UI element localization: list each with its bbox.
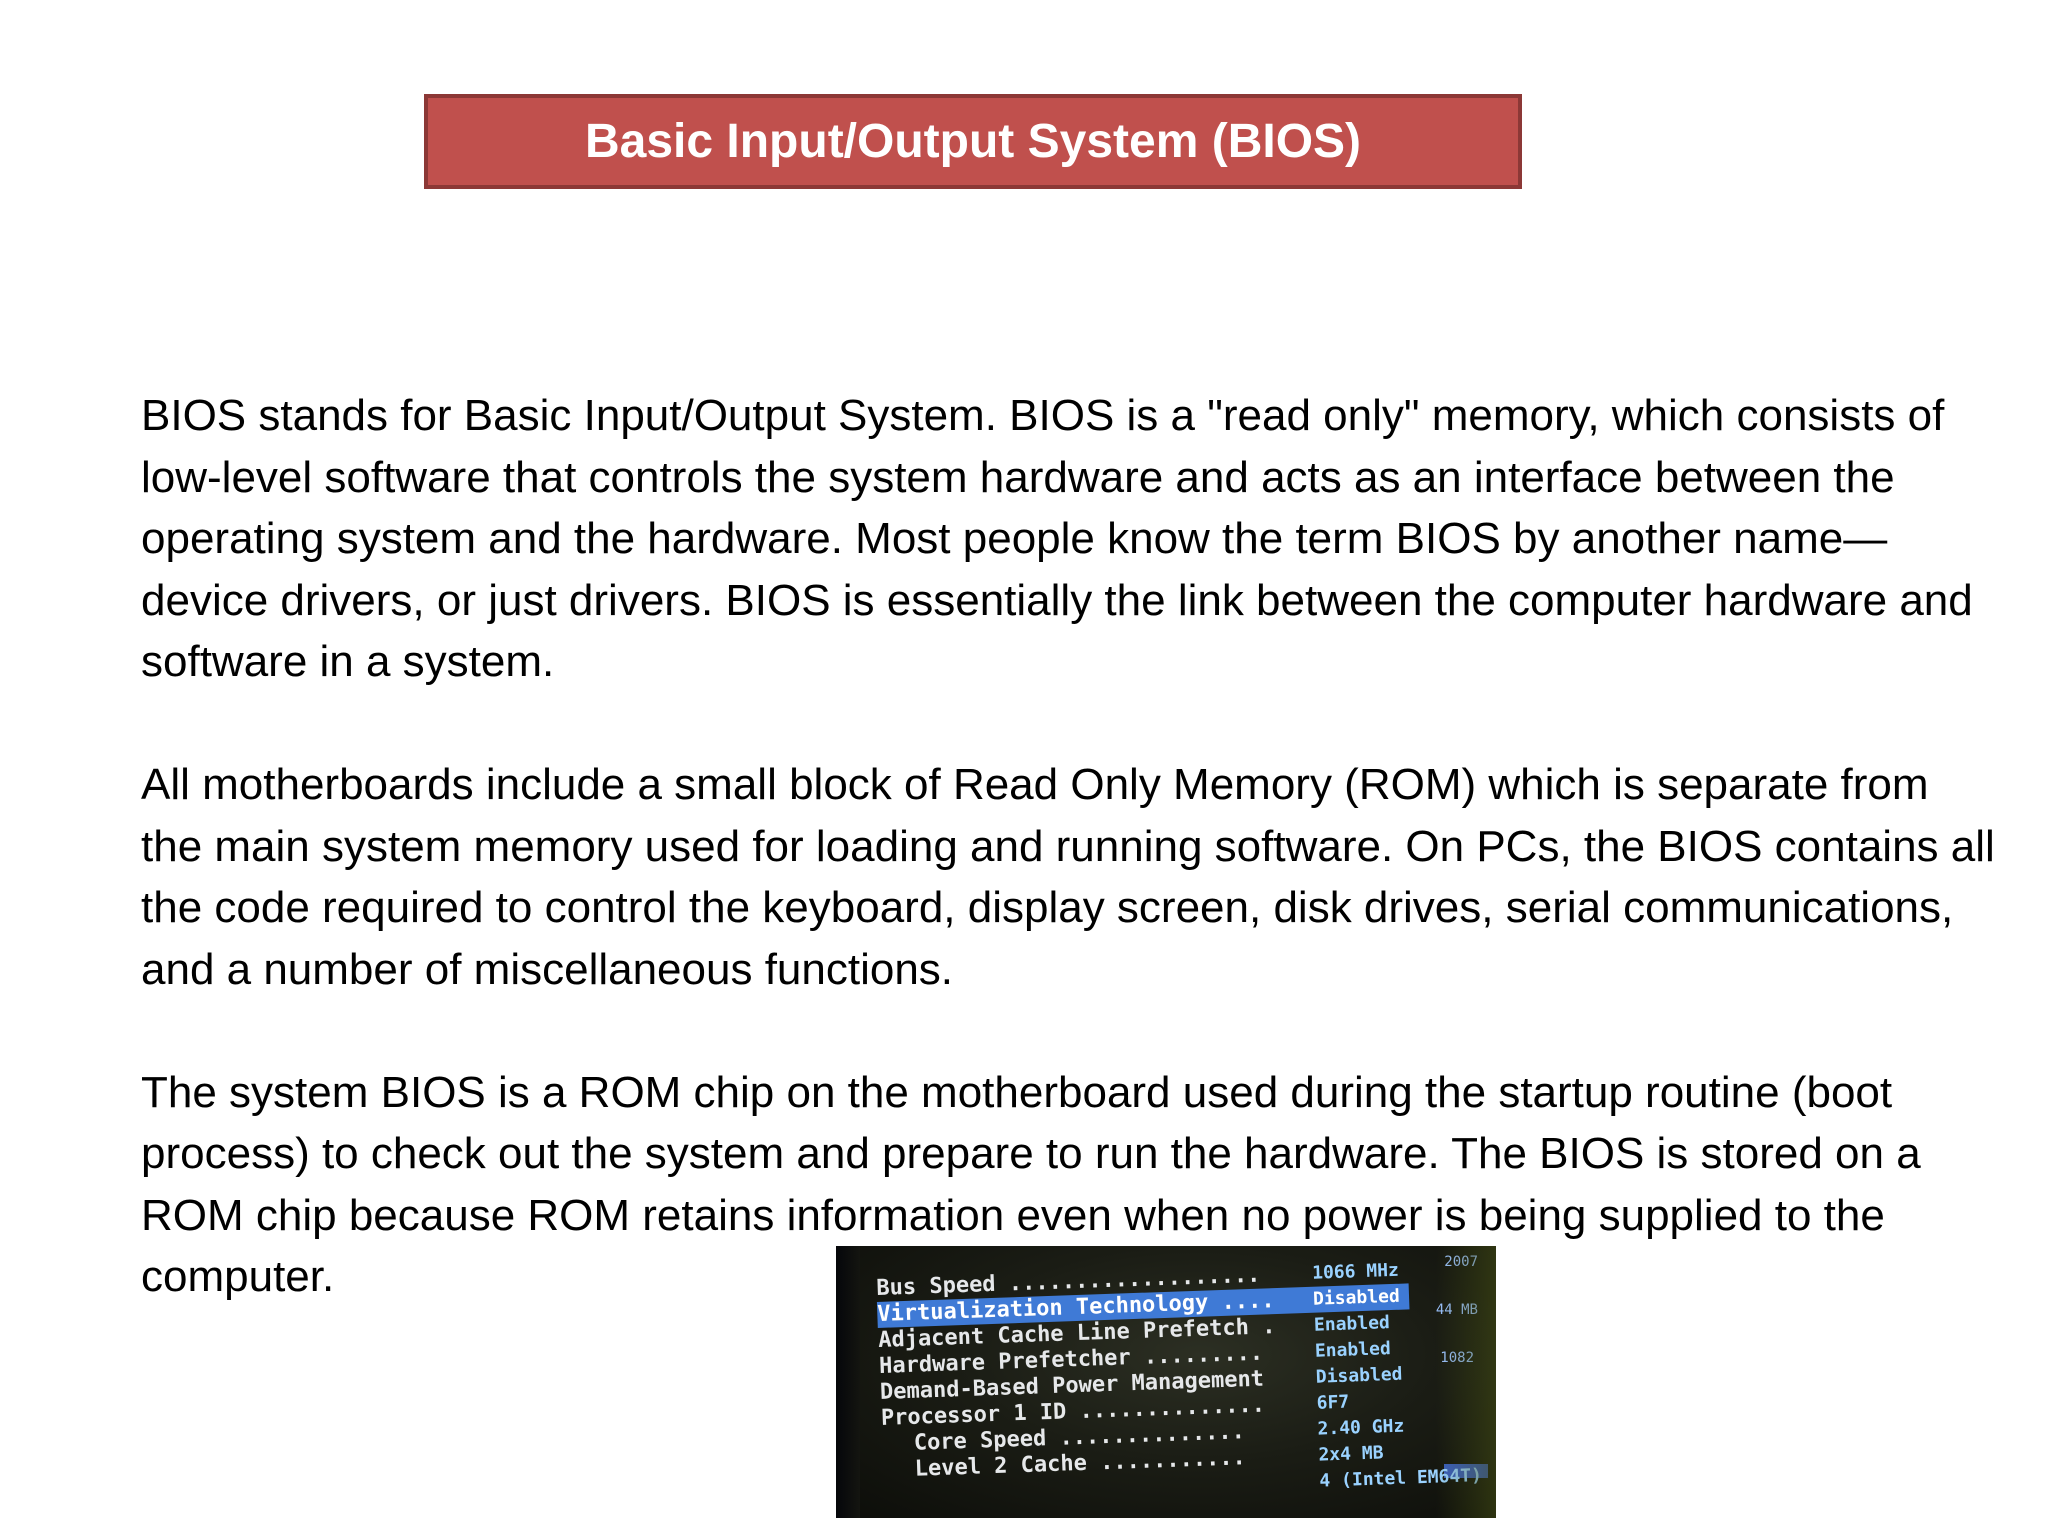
paragraph-3: The system BIOS is a ROM chip on the mot… bbox=[141, 1067, 1921, 1302]
bios-row-value: Disabled bbox=[1312, 1285, 1401, 1310]
body-text: BIOS stands for Basic Input/Output Syste… bbox=[141, 385, 2001, 1308]
bios-side-label: 1082 bbox=[1440, 1350, 1474, 1366]
bios-row-value: 2.40 GHz bbox=[1317, 1415, 1405, 1440]
bios-settings-list: Bus Speed ................... 1066 MHz V… bbox=[876, 1256, 1482, 1509]
title-banner: Basic Input/Output System (BIOS) bbox=[424, 94, 1522, 189]
slide-title: Basic Input/Output System (BIOS) bbox=[584, 115, 1362, 168]
bios-row-value: 2x4 MB bbox=[1318, 1442, 1384, 1466]
bios-row-value: 6F7 bbox=[1316, 1391, 1350, 1414]
bios-row-value: Enabled bbox=[1314, 1338, 1392, 1362]
bios-row-value: Enabled bbox=[1313, 1312, 1391, 1336]
bios-side-label: 44 MB bbox=[1435, 1302, 1478, 1318]
bios-row-value: 1066 MHz bbox=[1311, 1259, 1400, 1284]
bios-screen-photo: 2007 44 MB 1082 Bus Speed ..............… bbox=[836, 1246, 1496, 1518]
bios-side-bar bbox=[1444, 1464, 1488, 1478]
bios-row-value: 4 (Intel EM64T) bbox=[1319, 1464, 1483, 1492]
bios-side-label: 2007 bbox=[1444, 1254, 1478, 1270]
paragraph-2: All motherboards include a small block o… bbox=[141, 760, 1995, 994]
bios-row-value: Disabled bbox=[1315, 1363, 1403, 1388]
bios-row-label bbox=[884, 1502, 916, 1503]
paragraph-1: BIOS stands for Basic Input/Output Syste… bbox=[141, 391, 1973, 686]
